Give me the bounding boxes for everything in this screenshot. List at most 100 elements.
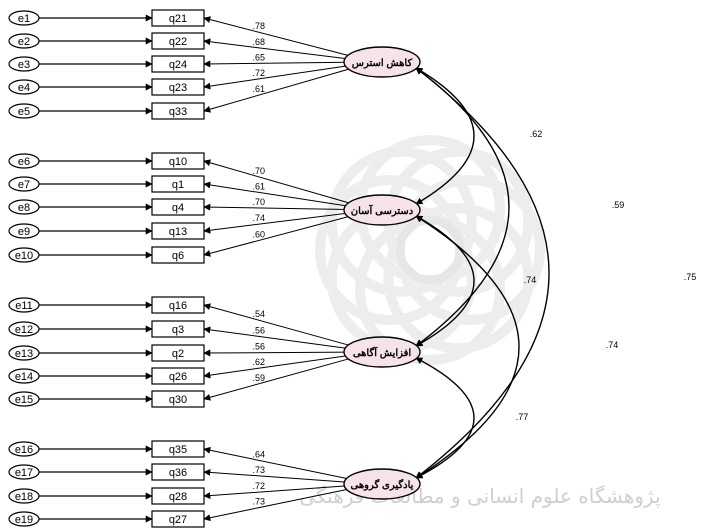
latent-label: یادگیری گروهی xyxy=(351,478,414,491)
loading-path xyxy=(203,181,349,207)
latent-factor xyxy=(343,468,421,500)
loading-path xyxy=(203,38,349,60)
loading-path xyxy=(203,212,349,234)
error-node xyxy=(8,33,40,49)
error-label: e17 xyxy=(15,467,33,479)
indicator-label: q26 xyxy=(169,371,187,383)
loading-value: .61 xyxy=(252,84,265,94)
error-label: e14 xyxy=(15,371,33,383)
latent-label: کاهش استرس xyxy=(352,58,413,69)
correlation-arc xyxy=(415,67,475,205)
watermark-center xyxy=(396,216,464,284)
error-label: e4 xyxy=(18,82,30,94)
indicator-label: q6 xyxy=(172,250,184,262)
error-label: e15 xyxy=(15,394,33,406)
indicator-label: q10 xyxy=(169,156,187,168)
watermark: پژوهشگاه علوم انسانی و مطالعات فرهنگی xyxy=(299,135,661,509)
error-label: e19 xyxy=(15,514,33,526)
loading-path xyxy=(203,16,349,56)
correlation-value: .74 xyxy=(606,340,619,350)
loading-value: .62 xyxy=(252,357,265,367)
indicator-label: q35 xyxy=(169,444,187,456)
indicator-label: q23 xyxy=(169,82,187,94)
loading-value: .73 xyxy=(252,497,265,507)
error-node xyxy=(8,79,40,95)
error-node xyxy=(8,368,40,384)
correlation-value: .77 xyxy=(516,412,529,422)
loading-value: .56 xyxy=(252,342,265,352)
loading-value: .56 xyxy=(252,325,265,335)
loading-value: .70 xyxy=(252,166,265,176)
error-node xyxy=(8,297,40,313)
error-label: e8 xyxy=(18,202,30,214)
loading-value: .72 xyxy=(252,68,265,78)
error-node xyxy=(8,345,40,361)
error-label: e10 xyxy=(15,250,33,262)
loading-path xyxy=(203,485,349,500)
error-label: e3 xyxy=(18,59,30,71)
indicator-box xyxy=(151,367,205,385)
indicator-label: q24 xyxy=(169,59,187,71)
indicator-box xyxy=(151,463,205,481)
loading-value: .72 xyxy=(252,481,265,491)
loading-value: .73 xyxy=(252,465,265,475)
correlation-value: .59 xyxy=(612,200,625,210)
loading-path xyxy=(203,65,349,90)
indicator-box xyxy=(151,296,205,314)
error-node xyxy=(8,199,40,215)
correlation-value: .75 xyxy=(684,272,697,282)
indicator-box xyxy=(151,440,205,458)
loading-path xyxy=(203,68,349,113)
loading-value: .59 xyxy=(252,373,265,383)
indicator-box xyxy=(151,246,205,264)
error-node xyxy=(8,511,40,527)
error-label: e2 xyxy=(18,36,30,48)
indicator-label: q4 xyxy=(172,202,184,214)
error-node xyxy=(8,464,40,480)
loading-path xyxy=(203,358,349,401)
correlation-arc xyxy=(415,67,550,479)
indicator-label: q27 xyxy=(169,514,187,526)
indicator-box xyxy=(151,198,205,216)
error-node xyxy=(8,391,40,407)
indicator-box xyxy=(151,78,205,96)
indicator-label: q1 xyxy=(172,179,184,191)
watermark-petal xyxy=(383,203,534,354)
error-label: e11 xyxy=(15,300,33,312)
correlation-arc xyxy=(415,357,475,479)
correlation-value: .62 xyxy=(530,129,543,139)
watermark-petal xyxy=(326,146,477,297)
loading-path xyxy=(203,60,349,68)
error-label: e13 xyxy=(15,348,33,360)
loading-path xyxy=(203,303,349,346)
indicator-box xyxy=(151,510,205,528)
indicator-box xyxy=(151,152,205,170)
latent-factor xyxy=(343,46,421,78)
error-node xyxy=(8,223,40,239)
indicator-label: q22 xyxy=(169,36,187,48)
indicator-label: q33 xyxy=(169,106,187,118)
indicator-box xyxy=(151,390,205,408)
error-node xyxy=(8,247,40,263)
error-node xyxy=(8,10,40,26)
loading-path xyxy=(203,446,349,480)
loading-path xyxy=(203,216,349,257)
loading-value: .60 xyxy=(252,229,265,239)
indicator-label: q30 xyxy=(169,394,187,406)
indicator-box xyxy=(151,320,205,338)
loading-value: .78 xyxy=(252,21,265,31)
error-label: e12 xyxy=(15,324,33,336)
loading-value: .64 xyxy=(252,449,265,459)
indicator-box xyxy=(151,222,205,240)
indicator-box xyxy=(151,175,205,193)
indicator-label: q13 xyxy=(169,226,187,238)
indicator-box xyxy=(151,487,205,505)
indicator-label: q3 xyxy=(172,324,184,336)
edges-layer xyxy=(39,14,550,523)
indicator-label: q28 xyxy=(169,491,187,503)
loading-path xyxy=(203,203,349,211)
latent-label: افزایش آگاهی xyxy=(353,346,412,359)
indicator-label: q36 xyxy=(169,467,187,479)
loading-value: .74 xyxy=(252,213,265,223)
